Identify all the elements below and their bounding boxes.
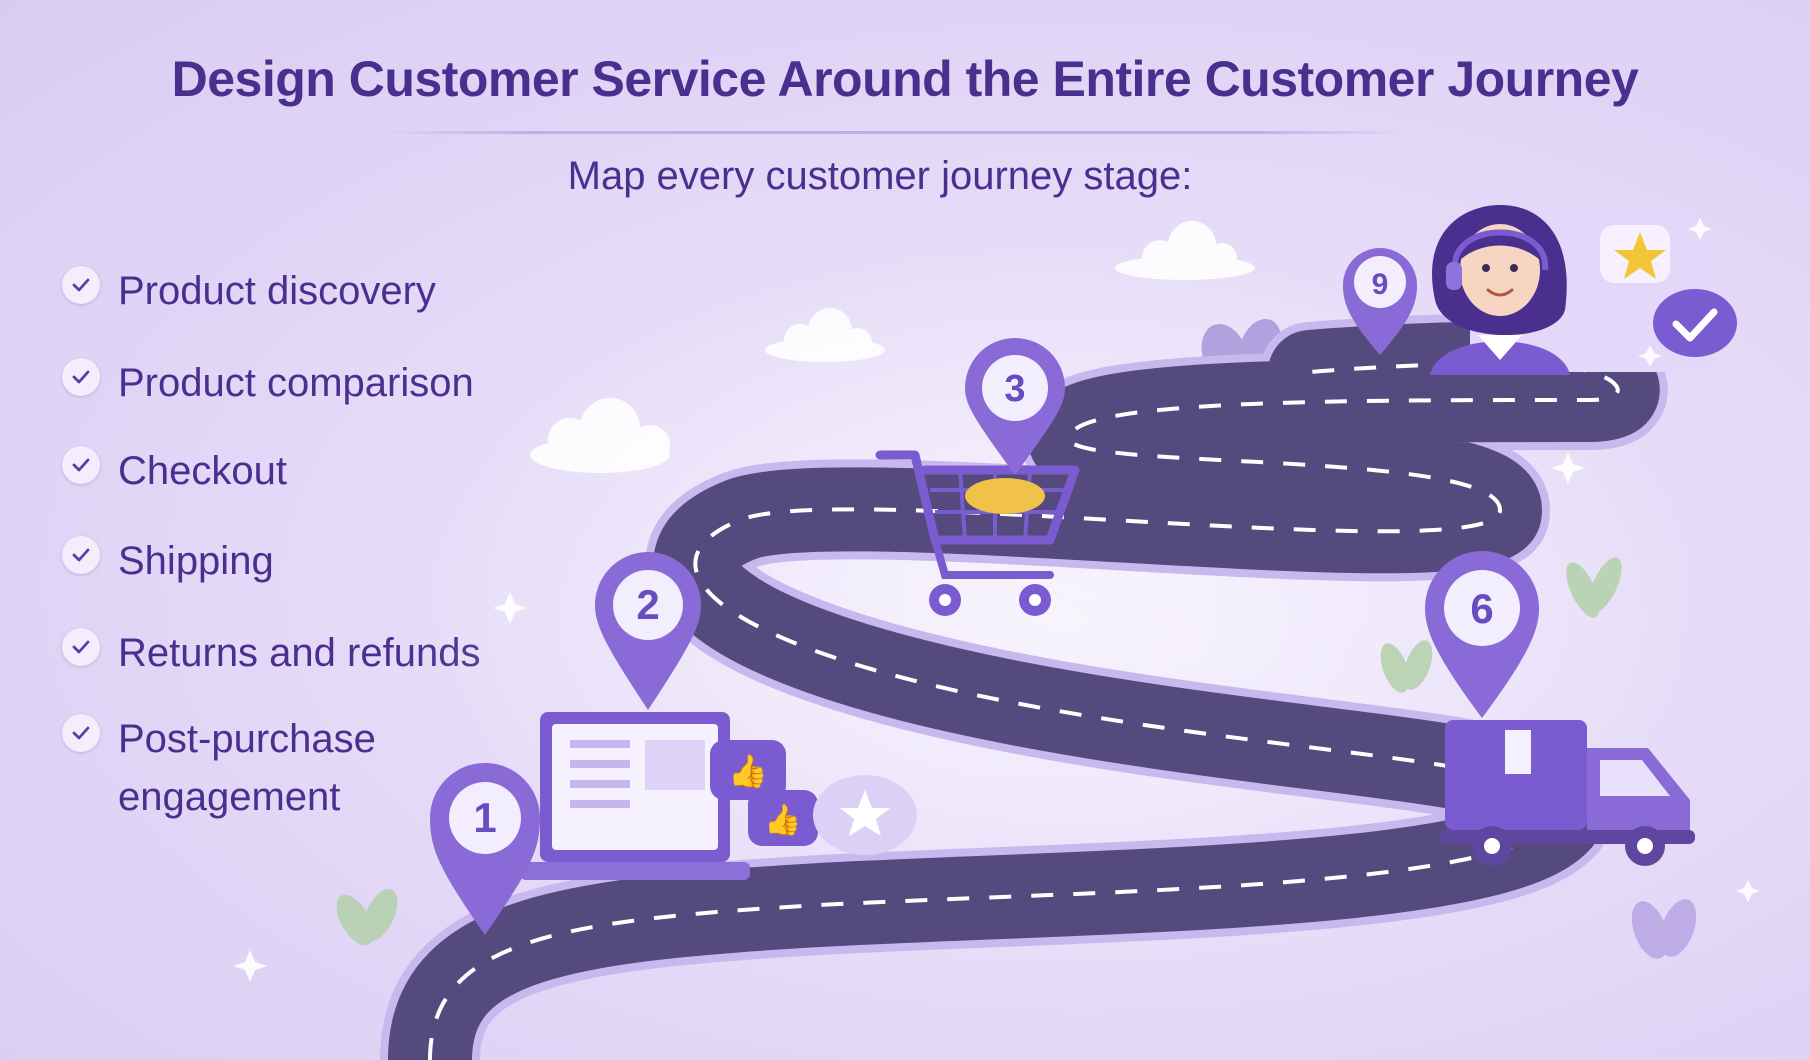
check-icon [62,446,100,484]
support-agent-icon [1430,205,1570,375]
shopping-cart-icon [875,450,1080,616]
pin-number: 2 [636,581,659,628]
stage-label: Product discovery [118,269,436,313]
stage-label-line1: Post-purchase [118,717,376,761]
laptop-icon [520,712,750,880]
stage-pin-3: 3 [965,338,1065,475]
list-item: Shipping [62,532,562,590]
stage-label-line2: engagement [118,775,341,819]
pin-number: 6 [1470,585,1493,632]
svg-text:👍: 👍 [728,752,768,790]
pin-number: 1 [473,794,496,841]
list-item: Checkout [62,442,562,500]
cloud-icon [765,308,885,362]
star-icon [813,775,917,855]
list-item: Product comparison [62,354,562,412]
stage-label: Shipping [118,539,274,583]
thumbs-up-icon: 👍 [748,790,818,846]
page-title: Design Customer Service Around the Entir… [171,51,1639,107]
stage-label: Checkout [118,449,287,493]
check-icon [62,628,100,666]
list-item: Product discovery [62,262,562,320]
check-icon [62,536,100,574]
pin-number: 9 [1372,268,1389,301]
thumbs-up-icon: 👍 [710,740,786,800]
plant-icon [336,557,1622,946]
cloud-icon [530,398,670,473]
road-centerline [428,361,1620,1060]
check-icon [62,266,100,304]
title-divider [378,131,1406,134]
stage-pin-2: 2 [595,552,701,710]
pin-number: 3 [1004,368,1025,410]
stage-pin-6: 6 [1425,551,1539,718]
check-icon [62,358,100,396]
cloud-icon [1115,221,1255,280]
stage-label: Product comparison [118,361,474,405]
stage-pin-1: 1 [430,762,541,935]
page-subtitle: Map every customer journey stage: [567,154,1193,198]
list-item: Post-purchase engagement [62,710,562,826]
plant-icon [1631,899,1697,959]
check-icon [62,714,100,752]
checkmark-badge-icon [1653,289,1737,357]
delivery-truck-icon [1440,720,1695,866]
stage-pin-9: 9 [1343,248,1417,355]
sparkle-icon [233,218,1760,982]
svg-text:👍: 👍 [764,802,801,838]
stage-label: Post-purchase engagement [118,710,376,826]
